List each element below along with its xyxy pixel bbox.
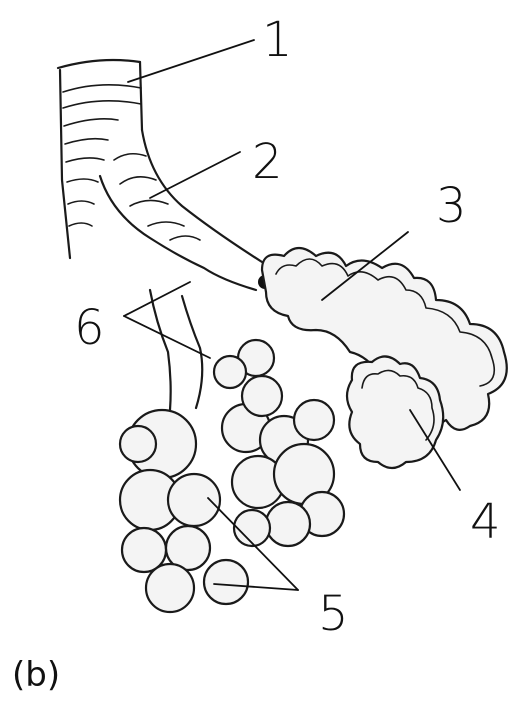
leader-line-2 [150, 152, 240, 198]
alveolar-ducts [150, 290, 282, 416]
bronchiole-rings [114, 154, 200, 240]
tracheal-cartilage-rings [63, 85, 141, 226]
callout-6: 6 [74, 300, 105, 356]
callout-3: 3 [436, 178, 467, 234]
alveoli-cluster [120, 400, 344, 612]
callout-4: 4 [470, 494, 501, 550]
callout-5: 5 [318, 586, 349, 642]
leader-line-6a [124, 282, 190, 316]
leader-line-1 [128, 40, 254, 82]
callout-2: 2 [252, 134, 283, 190]
callout-1: 1 [262, 12, 293, 68]
trachea [58, 60, 142, 258]
figure-caption: (b) [12, 655, 60, 695]
bronchiole [100, 130, 272, 290]
